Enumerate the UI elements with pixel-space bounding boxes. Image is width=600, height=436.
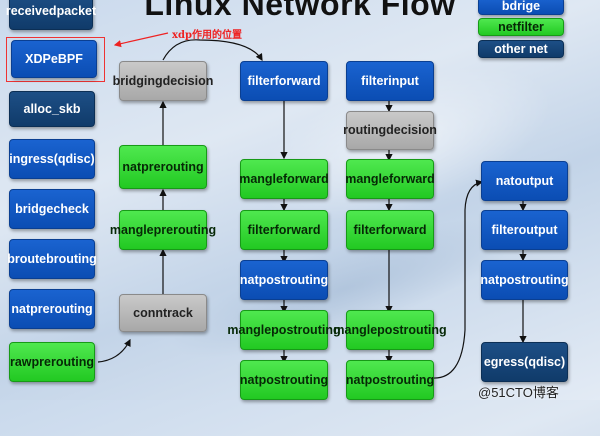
diagram-title: Linux Network Flow — [144, 0, 456, 22]
flow-arrows — [97, 32, 527, 379]
xdp-highlight-frame — [6, 37, 105, 82]
legend-netfilter: netfilter — [478, 18, 564, 36]
box-alloc-skb: alloc_skb — [9, 91, 95, 127]
watermark: @51CTO博客 — [478, 385, 559, 400]
box-egress-qdisc: egress(qdisc) — [481, 342, 568, 382]
arrow-postrouting-to-output — [431, 179, 484, 379]
box-conntrack: conntrack — [119, 294, 207, 332]
arrow-bridging-to-filter — [162, 39, 263, 62]
box-ingress-qdisc: ingress(qdisc) — [9, 139, 95, 179]
annotation-arrow — [113, 32, 169, 48]
xdp-annotation: xdp作用的位置 — [172, 30, 242, 41]
legend-other-net: other net — [478, 40, 564, 58]
arrow-raw-to-conntrack — [97, 338, 131, 363]
legend-bridge: bdrige — [478, 0, 564, 15]
